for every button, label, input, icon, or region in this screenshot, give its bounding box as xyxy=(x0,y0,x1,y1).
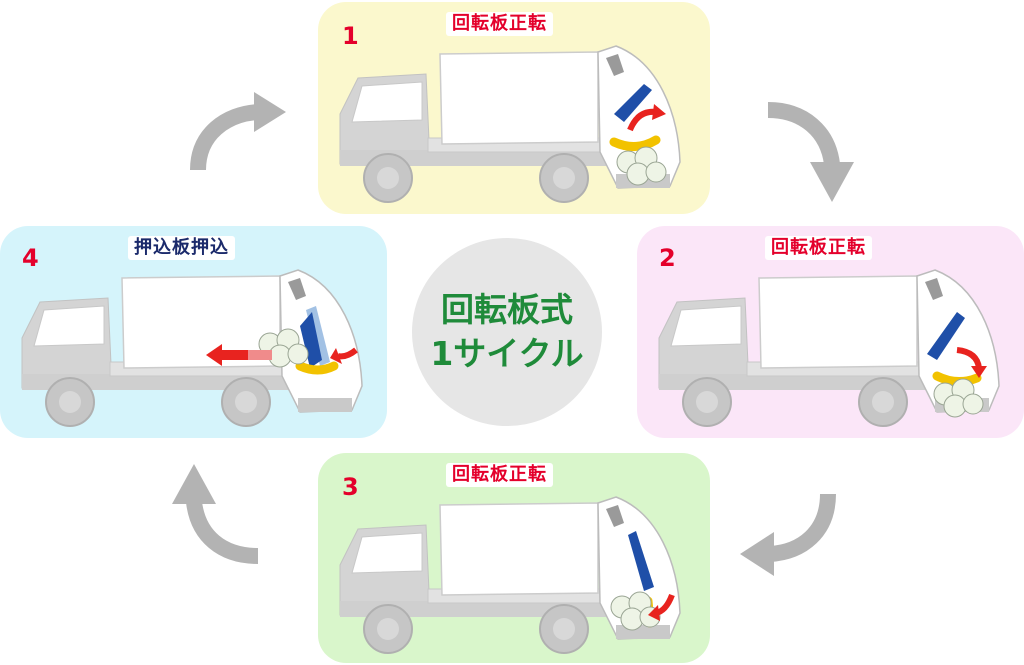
rotating-plate-icon xyxy=(614,84,652,122)
step-panel-3: 3 回転板正転 xyxy=(318,453,710,663)
step-panel-2: 2 回転板正転 xyxy=(637,226,1024,438)
step-number-2: 2 xyxy=(659,244,676,272)
step-panel-4: 4 押込板押込 xyxy=(0,226,387,438)
red-motion-arrow-icon xyxy=(206,344,222,366)
red-motion-arrow-icon xyxy=(956,347,982,369)
gray-cycle-arrow-icon xyxy=(767,102,854,202)
rotating-plate-icon xyxy=(927,312,965,360)
center-label-line2: 1サイクル xyxy=(430,334,584,373)
rotating-plate-icon xyxy=(300,312,322,368)
step-title-4: 押込板押込 xyxy=(128,236,235,260)
step-title-1: 回転板正転 xyxy=(446,12,553,36)
step-number-1: 1 xyxy=(342,22,359,50)
garbage-truck-icon xyxy=(339,496,681,654)
center-label-line1: 回転板式 xyxy=(441,290,573,329)
garbage-truck-icon xyxy=(21,269,363,427)
step-title-3: 回転板正転 xyxy=(446,463,553,487)
garbage-truck-icon xyxy=(339,45,681,203)
gray-cycle-arrow-icon xyxy=(190,92,286,171)
step-panel-1: 1 回転板正転 xyxy=(318,2,710,214)
gray-cycle-arrow-icon xyxy=(740,493,836,576)
step-title-2: 回転板正転 xyxy=(765,236,872,260)
rotating-plate-icon xyxy=(628,531,654,591)
garbage-truck-icon xyxy=(658,269,1000,427)
step-number-4: 4 xyxy=(22,244,39,272)
center-circle xyxy=(412,238,602,426)
center-label: 回転板式 1サイクル xyxy=(412,288,602,376)
gray-cycle-arrow-icon xyxy=(172,464,259,564)
step-number-3: 3 xyxy=(342,473,359,501)
